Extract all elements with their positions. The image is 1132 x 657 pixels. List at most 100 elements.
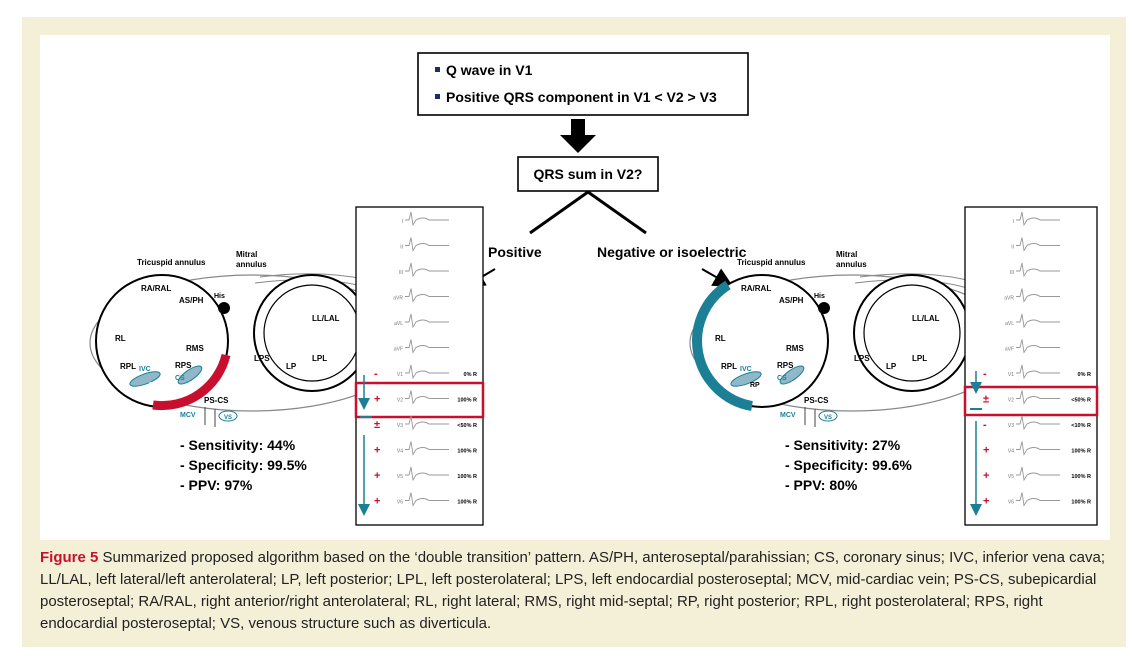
- right-lead-label-v3: V3: [1008, 423, 1014, 429]
- label-rp: RP: [149, 382, 159, 389]
- right-lead-label-avr: aVR: [1004, 296, 1014, 302]
- right-ecg-trace-v2: [1016, 390, 1060, 405]
- right-ecg-trace-avf: [1016, 339, 1060, 354]
- right-percent-v4: 100% R: [1071, 449, 1091, 455]
- left-lead-label-v3: V3: [397, 423, 403, 429]
- decision-box: [517, 156, 659, 192]
- label-his: His: [814, 293, 825, 300]
- label-lpl: LPL: [312, 354, 327, 363]
- label-mitral-annulus-1: Mitral: [836, 250, 857, 259]
- label-lp: LP: [286, 362, 297, 371]
- right-lead-label-avl: aVL: [1005, 321, 1014, 327]
- left-lead-label-avr: aVR: [393, 296, 403, 302]
- figure-image: Q wave in V1 Positive QRS component in V…: [40, 35, 1110, 540]
- right-specificity: - Specificity: 99.6%: [785, 457, 912, 473]
- left-ecg-trace-v2: [405, 390, 449, 405]
- right-ecg-trace-v6: [1016, 492, 1060, 507]
- label-ra-ral: RA/RAL: [741, 284, 771, 293]
- left-percent-v6: 100% R: [457, 500, 477, 506]
- left-ecg-trace-iii: [405, 262, 449, 278]
- right-sign-v2: ±: [983, 394, 989, 406]
- right-lead-label-ii: II: [1011, 245, 1014, 251]
- right-ecg-trace-v1: [1016, 364, 1060, 380]
- label-rp: RP: [750, 382, 760, 389]
- branch-positive: Positive: [488, 244, 542, 260]
- label-rpl: RPL: [120, 362, 136, 371]
- label-mitral-annulus-2: annulus: [236, 260, 267, 269]
- label-ll-lal: LL/LAL: [312, 314, 340, 323]
- left-percent-v4: 100% R: [457, 449, 477, 455]
- left-sign-v5: +: [374, 470, 380, 482]
- right-lead-label-v6: V6: [1008, 500, 1014, 506]
- right-ecg-trace-v3: [1016, 415, 1060, 431]
- label-ivc: IVC: [740, 366, 752, 373]
- left-sensitivity: - Sensitivity: 44%: [180, 437, 296, 453]
- label-ps-cs: PS-CS: [204, 396, 229, 405]
- right-lead-label-v2: V2: [1008, 398, 1014, 404]
- label-rms: RMS: [186, 344, 204, 353]
- branch-negative: Negative or isoelectric: [597, 244, 747, 260]
- label-ll-lal: LL/LAL: [912, 314, 940, 323]
- right-sensitivity: - Sensitivity: 27%: [785, 437, 901, 453]
- right-ecg-trace-avl: [1016, 313, 1060, 329]
- right-ecg-trace-iii: [1016, 262, 1060, 278]
- right-percent-v5: 100% R: [1071, 474, 1091, 480]
- left-percent-v1: 0% R: [464, 372, 477, 378]
- left-lead-label-ii: II: [400, 245, 403, 251]
- right-sign-v1: -: [983, 368, 987, 380]
- left-ecg-trace-i: [405, 211, 449, 227]
- label-mitral-annulus-2: annulus: [836, 260, 867, 269]
- right-lead-label-v5: V5: [1008, 474, 1014, 480]
- right-sign-v6: +: [983, 496, 989, 508]
- left-percent-v3: <50% R: [457, 423, 477, 429]
- label-vs: VS: [824, 415, 832, 421]
- label-as-ph: AS/PH: [779, 296, 804, 305]
- right-ecg-trace-v5: [1016, 466, 1060, 482]
- right-percent-v3: <10% R: [1071, 423, 1091, 429]
- left-ppv: - PPV: 97%: [180, 477, 253, 493]
- left-lead-label-i: I: [402, 219, 403, 225]
- label-rl: RL: [715, 334, 726, 343]
- left-ecg-trace-avr: [405, 288, 449, 303]
- label-ra-ral: RA/RAL: [141, 284, 171, 293]
- left-specificity: - Specificity: 99.5%: [180, 457, 307, 473]
- decision-question: QRS sum in V2?: [534, 166, 643, 182]
- left-lead-label-iii: III: [399, 270, 403, 276]
- right-ecg-trace-ii: [1016, 237, 1060, 252]
- right-percent-v1: 0% R: [1078, 372, 1091, 378]
- label-rps: RPS: [175, 361, 192, 370]
- right-lead-label-i: I: [1013, 219, 1014, 225]
- right-sign-v3: -: [983, 419, 987, 431]
- down-arrow-icon: [560, 119, 596, 153]
- left-sign-v4: +: [374, 445, 380, 457]
- caption-text: Summarized proposed algorithm based on t…: [40, 549, 1106, 632]
- label-tricuspid-annulus: Tricuspid annulus: [137, 258, 206, 267]
- right-ecg-trace-i: [1016, 211, 1060, 227]
- right-percent-v2: <50% R: [1071, 398, 1091, 404]
- left-sign-v1: -: [374, 368, 378, 380]
- label-lps: LPS: [254, 354, 270, 363]
- left-ecg-trace-v3: [405, 415, 449, 431]
- label-lpl: LPL: [912, 354, 927, 363]
- figure-label: Figure 5: [40, 549, 99, 566]
- label-ivc: IVC: [139, 366, 151, 373]
- right-lead-label-v4: V4: [1008, 449, 1014, 455]
- left-lead-label-v4: V4: [397, 449, 403, 455]
- left-ecg-trace-v5: [405, 466, 449, 482]
- label-rl: RL: [115, 334, 126, 343]
- left-percent-v2: 100% R: [457, 398, 477, 404]
- left-sign-v3: ±: [374, 419, 380, 431]
- figure-frame: Q wave in V1 Positive QRS component in V…: [22, 17, 1126, 647]
- right-sign-v4: +: [983, 445, 989, 457]
- left-ecg-trace-v1: [405, 364, 449, 380]
- figure-caption: Figure 5 Summarized proposed algorithm b…: [40, 547, 1110, 635]
- left-ecg-trace-avf: [405, 339, 449, 354]
- label-tricuspid-annulus: Tricuspid annulus: [737, 258, 806, 267]
- right-v2-highlight: [963, 385, 1099, 417]
- label-cs: CS: [175, 375, 185, 382]
- left-ecg-trace-v6: [405, 492, 449, 507]
- left-lead-label-v5: V5: [397, 474, 403, 480]
- label-as-ph: AS/PH: [179, 296, 204, 305]
- right-ecg-trace-v4: [1016, 441, 1060, 456]
